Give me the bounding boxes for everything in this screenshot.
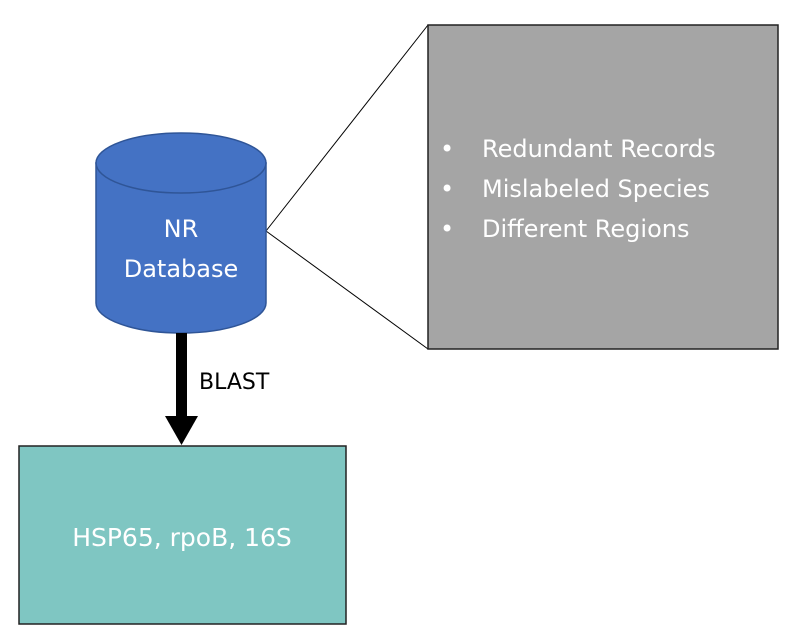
- cylinder-top: [95, 132, 267, 194]
- nr-database-cylinder: NR Database: [95, 132, 267, 334]
- callout-line-bottom: [265, 230, 429, 350]
- issues-item-different-regions: Different Regions: [482, 215, 689, 243]
- database-label-line2: Database: [124, 255, 239, 283]
- cylinder-body: [95, 162, 267, 334]
- issues-panel-box: [427, 24, 779, 350]
- blast-arrow-shaft: [176, 333, 187, 417]
- issues-bullet-3: •: [440, 215, 454, 243]
- blast-label: BLAST: [199, 370, 270, 395]
- result-box: HSP65, rpoB, 16S: [18, 445, 347, 625]
- blast-arrow-head: [165, 416, 198, 445]
- blast-arrow: BLAST: [165, 333, 270, 445]
- issues-panel: • Redundant Records • Mislabeled Species…: [427, 24, 779, 350]
- result-box-rect: [18, 445, 347, 625]
- issues-item-mislabeled-species: Mislabeled Species: [482, 175, 710, 203]
- callout-line-top: [265, 24, 429, 232]
- issues-bullet-2: •: [440, 175, 454, 203]
- issues-item-redundant-records: Redundant Records: [482, 135, 716, 163]
- database-label-line1: NR: [164, 215, 199, 243]
- result-box-label: HSP65, rpoB, 16S: [72, 523, 292, 552]
- issues-bullet-1: •: [440, 135, 454, 163]
